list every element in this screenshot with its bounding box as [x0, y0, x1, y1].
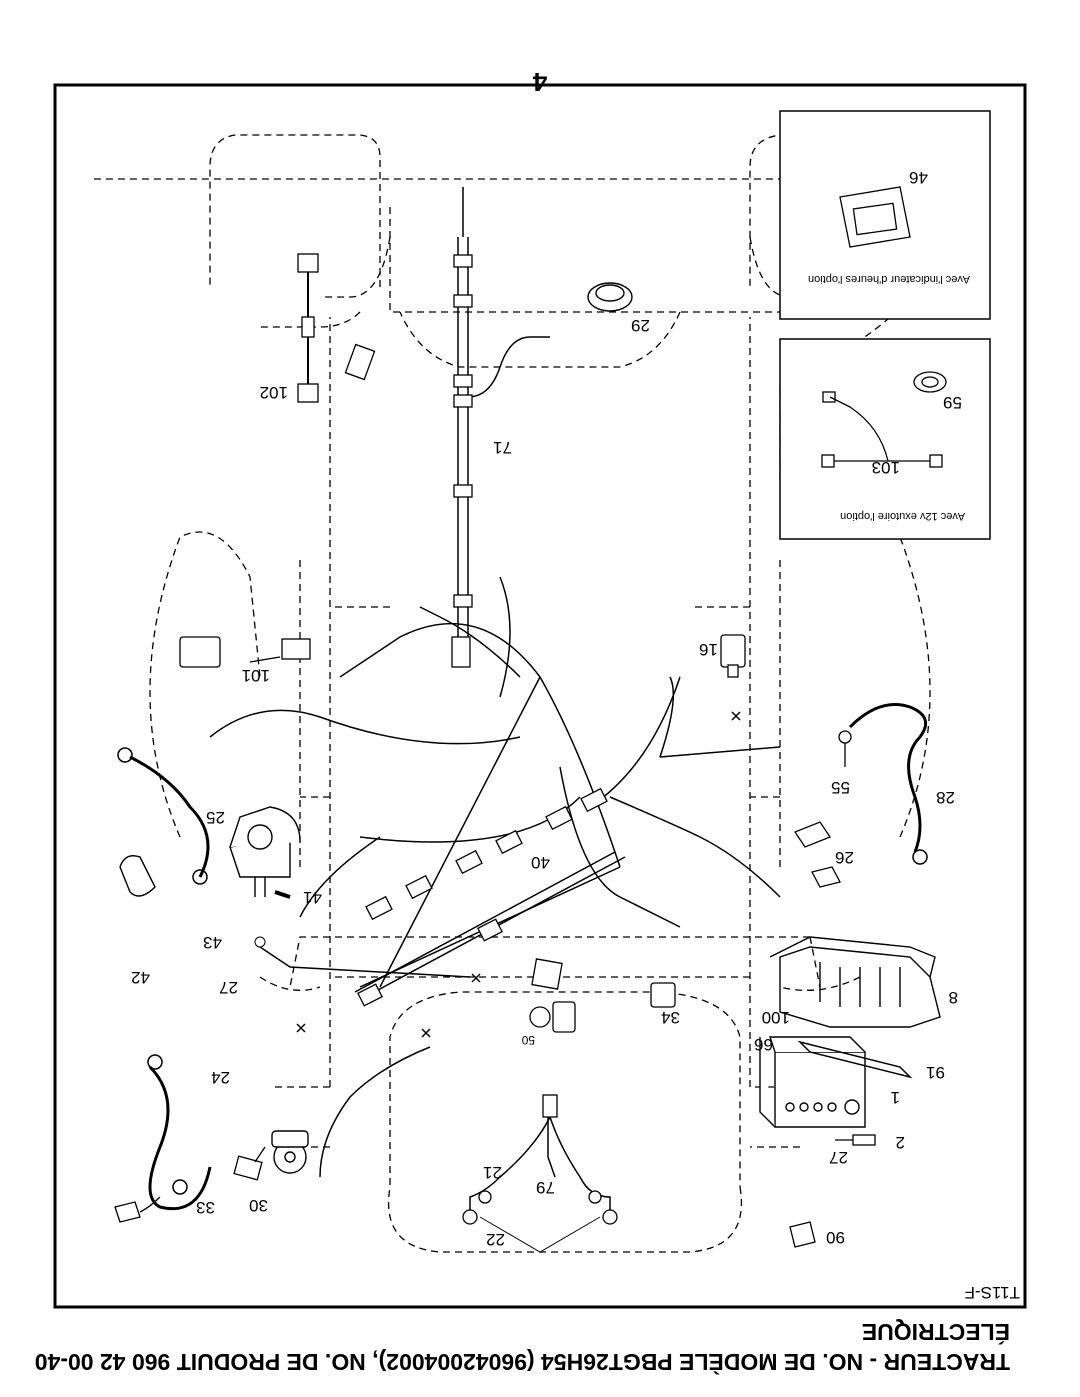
grommet-29 [587, 282, 633, 312]
label-91: 91 [926, 1063, 945, 1082]
cover-boot [794, 821, 831, 848]
label-8: 8 [948, 988, 958, 1007]
main-harness-40 [209, 576, 781, 1178]
wire-cut-markers [296, 711, 741, 1038]
diagram-frame [53, 83, 1027, 1309]
label-50: 50 [521, 1033, 535, 1047]
label-24: 24 [211, 1068, 230, 1087]
cable-24 [147, 1054, 212, 1211]
outlet-59 [913, 371, 947, 393]
label-28: 28 [936, 788, 955, 807]
headlight-bulbs-22 [462, 1094, 618, 1225]
pto-switch-50 [529, 1001, 576, 1033]
clip-26 [811, 866, 841, 888]
label-100: 100 [761, 1008, 790, 1027]
harness-71-sleeves [451, 254, 473, 668]
label-square [531, 958, 563, 990]
hour-meter-46 [839, 186, 911, 248]
label-103: 103 [871, 458, 900, 477]
battery-tray-8 [769, 936, 941, 1028]
label-66: 66 [754, 1035, 773, 1054]
bolt-2 [835, 1134, 876, 1146]
ignition-switch-30 [271, 1130, 309, 1174]
label-33: 33 [196, 1198, 215, 1217]
cable-28 [848, 703, 928, 865]
connector-102 [297, 253, 319, 403]
battery-1 [759, 1036, 866, 1128]
label-21: 21 [483, 1163, 502, 1182]
cable-25 [117, 747, 210, 885]
label-59: 59 [943, 393, 962, 412]
battery-strap-91 [797, 1040, 913, 1079]
label-22: 22 [486, 1230, 505, 1249]
label-1: 1 [890, 1088, 900, 1107]
connector-101 [179, 636, 311, 668]
terminal-55 [838, 730, 852, 767]
label-90: 90 [826, 1228, 845, 1247]
label-25: 25 [206, 808, 225, 827]
label-40: 40 [531, 853, 550, 872]
label-41: 41 [303, 888, 322, 907]
switch-34 [650, 982, 676, 1008]
label-46: 46 [909, 168, 928, 187]
label-79: 79 [536, 1178, 555, 1197]
label-27b: 27 [219, 978, 238, 997]
label-26: 26 [835, 848, 854, 867]
label-34: 34 [661, 1008, 680, 1027]
page-number: 4 [532, 67, 548, 97]
nut-27 [254, 936, 266, 948]
solenoid-43 [229, 806, 301, 897]
label-71: 71 [493, 438, 512, 457]
boot-42 [119, 855, 156, 897]
label-30: 30 [249, 1196, 268, 1215]
harness-sleeves [357, 787, 608, 1007]
label-55: 55 [831, 778, 850, 797]
label-101: 101 [241, 666, 270, 685]
label-43: 43 [203, 933, 222, 952]
outlet-harness-103 [821, 391, 943, 468]
inset-outlet-option [779, 338, 991, 540]
drawing-code: T11S-F [965, 1283, 1020, 1302]
inset-caption-outlet: Avec 12v exutoire l'option [840, 510, 965, 522]
clip-connector [114, 1196, 161, 1223]
leader-22 [479, 1216, 601, 1253]
label-27a: 27 [829, 1148, 848, 1167]
label-42: 42 [131, 968, 150, 987]
fuse-holder [344, 343, 376, 381]
inset-caption-hour-meter: Avec l'indicateur d'heures l'option [807, 273, 970, 285]
relay-16 [720, 634, 746, 678]
label-102: 102 [259, 383, 288, 402]
label-2: 2 [895, 1133, 905, 1152]
headlight-harness-21 [469, 1116, 611, 1212]
bracket-90 [789, 1221, 816, 1248]
bolt-41 [274, 890, 291, 899]
label-16: 16 [699, 640, 718, 659]
label-29: 29 [631, 316, 650, 335]
ignition-key-33 [233, 1146, 266, 1181]
